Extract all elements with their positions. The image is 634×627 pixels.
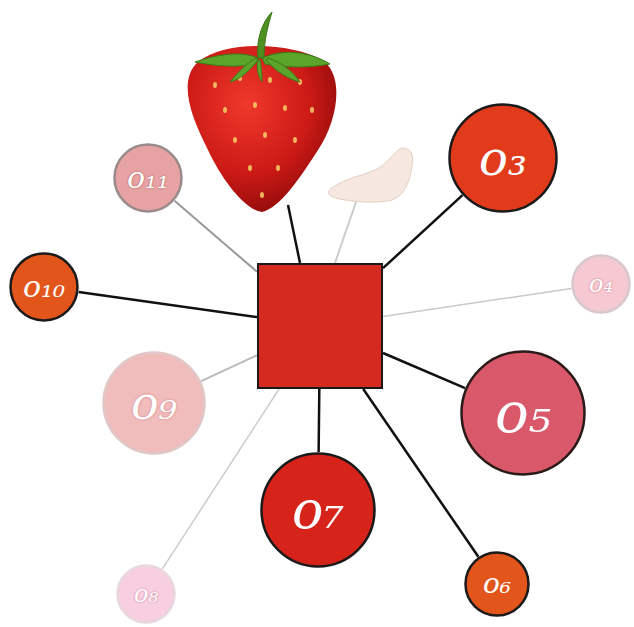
node-label: o₆	[483, 570, 511, 598]
output-circle: o₁₀	[9, 252, 79, 322]
connector-line	[317, 389, 320, 452]
connector-line	[175, 201, 257, 272]
connector-line	[201, 355, 257, 381]
node-label: o₅	[495, 385, 551, 441]
circle-shape	[104, 353, 205, 454]
leader-line	[335, 202, 356, 263]
connector-line	[383, 195, 462, 268]
node-label: o₈	[134, 582, 158, 606]
circle-shape	[466, 553, 529, 616]
strawberry-picture	[188, 12, 337, 212]
node-label: o₃	[479, 134, 527, 182]
connector-line	[383, 353, 465, 388]
node-label: o₁₁	[127, 163, 169, 193]
output-circle: o₆	[464, 551, 530, 617]
leader-line	[288, 205, 300, 263]
center-square	[257, 263, 383, 389]
output-circle: o₈	[116, 564, 176, 624]
circle-shape	[115, 145, 182, 212]
node-label: o₉	[131, 380, 177, 426]
circle-shape	[573, 256, 630, 313]
foot-picture	[329, 148, 413, 202]
output-circle: o₃	[448, 103, 558, 213]
node-label: o₇	[292, 484, 344, 536]
output-circle: o₉	[102, 351, 206, 455]
connector-line	[383, 288, 571, 316]
circle-shape	[262, 454, 375, 567]
output-circle: o₇	[260, 452, 376, 568]
circle-shape	[118, 566, 175, 623]
output-circle: o₄	[571, 254, 631, 314]
output-circle: o₁₁	[113, 143, 183, 213]
circle-shape	[450, 105, 557, 212]
node-label: o₄	[589, 272, 613, 296]
connector-line	[79, 292, 257, 317]
output-circle: o₅	[460, 350, 586, 476]
circle-shape	[462, 352, 585, 475]
node-label: o₁₀	[23, 272, 65, 302]
circle-shape	[11, 254, 78, 321]
